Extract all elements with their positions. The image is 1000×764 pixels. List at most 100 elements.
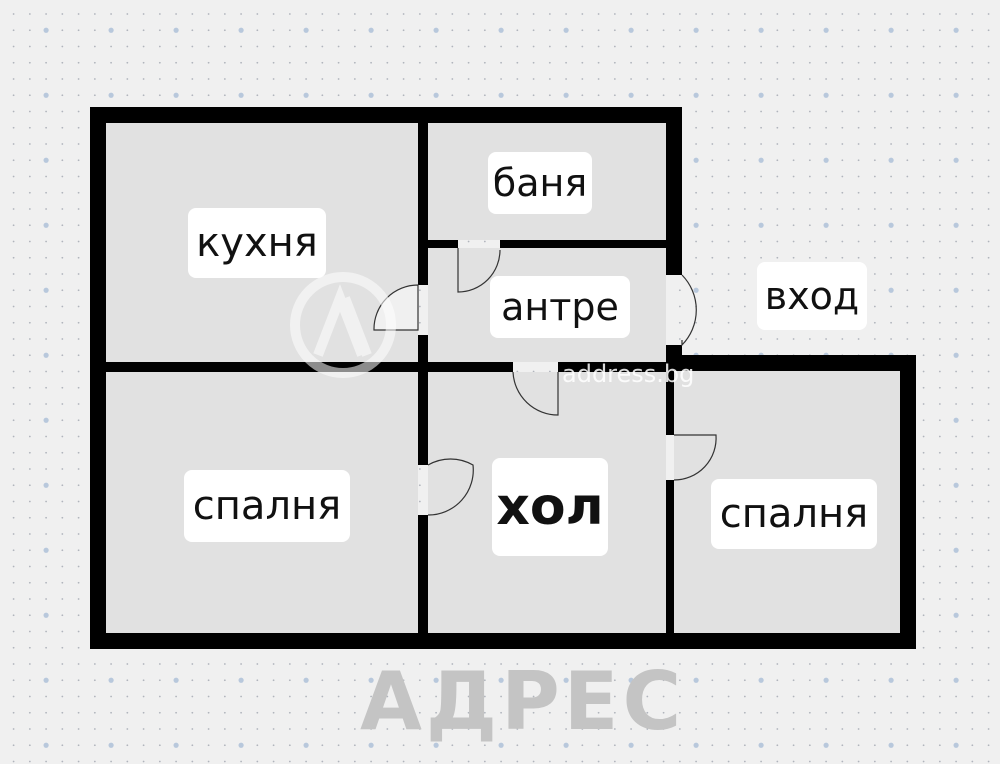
grid-dot: [971, 760, 974, 763]
grid-dot: [158, 695, 161, 698]
grid-dot: [108, 92, 114, 98]
grid-dot: [873, 289, 876, 292]
grid-dot: [77, 273, 80, 275]
grid-dot: [890, 208, 892, 210]
grid-dot: [500, 663, 502, 665]
grid-dot: [467, 679, 470, 682]
grid-dot: [888, 222, 894, 228]
grid-dot: [418, 321, 421, 324]
grid-dot: [337, 663, 340, 665]
grid-dot: [61, 13, 64, 15]
grid-dot: [565, 711, 567, 714]
grid-dot: [370, 728, 372, 730]
grid-dot: [28, 45, 31, 48]
grid-dot: [873, 679, 876, 682]
grid-dot: [857, 256, 860, 259]
grid-dot: [28, 13, 31, 15]
grid-dot: [435, 760, 437, 763]
grid-dot: [77, 403, 80, 405]
grid-dot: [776, 663, 779, 665]
grid-dot: [873, 760, 876, 763]
grid-dot: [386, 744, 389, 747]
grid-dot: [646, 728, 649, 730]
grid-dot: [873, 78, 876, 80]
grid-dot: [743, 695, 746, 698]
grid-dot: [938, 273, 941, 275]
grid-dot: [61, 679, 64, 682]
grid-dot: [953, 417, 959, 423]
grid-dot: [77, 744, 80, 747]
grid-dot: [922, 711, 925, 714]
grid-dot: [971, 516, 974, 519]
grid-dot: [12, 208, 15, 210]
grid-dot: [386, 29, 389, 32]
grid-dot: [483, 760, 486, 763]
grid-dot: [922, 679, 925, 682]
grid-dot: [693, 92, 699, 98]
grid-dot: [418, 78, 421, 80]
grid-dot: [61, 484, 64, 487]
grid-dot: [142, 744, 145, 747]
grid-dot: [938, 468, 941, 470]
label-entrance: вход: [757, 262, 867, 330]
grid-dot: [467, 94, 470, 97]
grid-dot: [825, 728, 827, 730]
grid-dot: [532, 29, 535, 32]
grid-dot: [955, 386, 957, 389]
grid-dot: [45, 110, 47, 113]
grid-dot: [825, 175, 827, 178]
grid-dot: [808, 760, 811, 763]
grid-dot: [776, 175, 779, 178]
grid-dot: [77, 728, 80, 730]
grid-dot: [906, 94, 909, 97]
grid-dot: [93, 94, 96, 97]
grid-dot: [662, 61, 665, 64]
grid-dot: [28, 338, 31, 340]
grid-dot: [987, 273, 990, 275]
grid-dot: [386, 728, 389, 730]
grid-dot: [142, 45, 145, 48]
grid-dot: [240, 760, 243, 763]
grid-dot: [288, 679, 291, 682]
grid-dot: [776, 695, 779, 698]
watermark-logo: [290, 272, 396, 378]
grid-dot: [841, 240, 844, 243]
grid-dot: [823, 27, 829, 33]
grid-dot: [727, 663, 730, 665]
grid-dot: [337, 711, 340, 714]
grid-dot: [890, 45, 892, 48]
grid-dot: [727, 711, 730, 714]
grid-dot: [175, 45, 178, 48]
grid-dot: [727, 126, 730, 129]
grid-dot: [61, 598, 64, 600]
grid-dot: [353, 61, 356, 64]
grid-dot: [61, 451, 64, 454]
grid-dot: [678, 78, 681, 80]
grid-dot: [743, 208, 746, 210]
grid-dot: [467, 78, 470, 80]
grid-dot: [906, 711, 909, 714]
grid-dot: [955, 533, 957, 535]
grid-dot: [955, 126, 957, 129]
grid-dot: [841, 175, 844, 178]
grid-dot: [987, 695, 990, 698]
grid-dot: [288, 744, 291, 747]
grid-dot: [256, 61, 259, 64]
grid-dot: [938, 289, 941, 292]
grid-dot: [841, 159, 844, 162]
grid-dot: [532, 679, 535, 682]
grid-dot: [938, 581, 941, 584]
grid-dot: [808, 126, 811, 129]
grid-dot: [467, 240, 470, 243]
grid-dot: [483, 13, 486, 15]
grid-dot: [955, 435, 957, 438]
grid-dot: [792, 78, 795, 80]
grid-dot: [906, 175, 909, 178]
grid-dot: [45, 386, 47, 389]
grid-dot: [953, 352, 959, 358]
grid-dot: [760, 208, 762, 210]
grid-dot: [922, 78, 925, 80]
grid-dot: [760, 110, 762, 113]
grid-dot: [223, 78, 226, 80]
grid-dot: [792, 29, 795, 32]
